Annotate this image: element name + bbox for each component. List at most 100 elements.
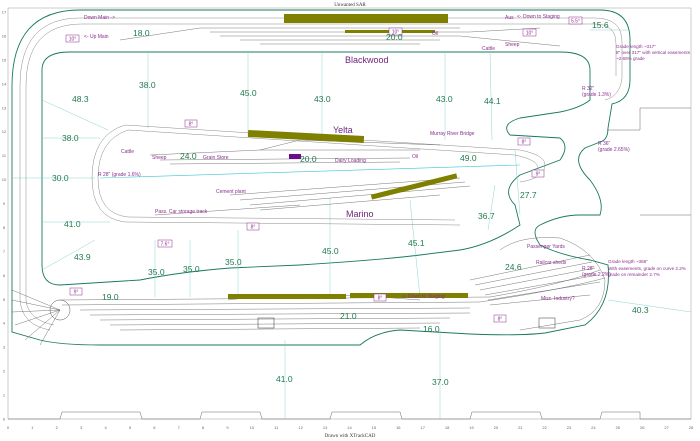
- measurement: 38.0: [139, 80, 156, 90]
- y-tick-label: 6: [3, 273, 6, 278]
- grade-note-lower-2: With easements, grade on curve 2.2%: [608, 266, 686, 271]
- x-tick-label: 6: [153, 425, 156, 430]
- x-tick-label: 8: [202, 425, 205, 430]
- measurement: 38.0: [62, 133, 79, 143]
- top-label: Unwanted SAR: [334, 3, 366, 8]
- x-tick-label: 23: [567, 425, 572, 430]
- measurement: 21.0: [340, 311, 357, 321]
- grade-note-upper-2: 8" over 317" with vertical easements: [616, 50, 691, 55]
- y-tick-label: 9: [3, 201, 6, 206]
- label-sheep: Sheep: [152, 155, 167, 161]
- measurement: 45.0: [322, 246, 339, 256]
- angle-tag: 8°: [251, 225, 256, 231]
- label-down-main: Down Main ->: [84, 15, 115, 21]
- label-radius-32: R 32": [582, 86, 595, 92]
- measurement: 35.0: [183, 264, 200, 274]
- drawing-frame: [7, 7, 692, 420]
- label-railcar-sheds: Railcar sheds: [536, 260, 567, 266]
- angle-tag: 8°: [498, 317, 503, 323]
- lower-platform-1: [228, 294, 346, 299]
- x-tick-label: 14: [347, 425, 352, 430]
- grade-note-lower-3: grade on remainder 2.7%: [608, 272, 660, 277]
- label-sheep: Sheep: [505, 42, 520, 48]
- x-tick-label: 28: [689, 425, 694, 430]
- dimension-lines: [12, 29, 692, 419]
- measurement: 36.7: [478, 211, 495, 221]
- angle-tag: 10°: [69, 37, 77, 43]
- marino-platform: [370, 173, 458, 200]
- measurements: 18.0 20.0 15.6 38.0 45.0 43.0 43.0 48.3 …: [52, 20, 649, 387]
- angle-tag: 8°: [522, 140, 527, 146]
- town-yelta: Yelta: [333, 125, 353, 135]
- label-up-main: <- Up Main: [84, 34, 109, 40]
- y-tick-label: 13: [2, 105, 7, 110]
- label-radius-32-grade: (grade 1.3%): [582, 92, 611, 98]
- measurement: 20.0: [300, 154, 317, 164]
- x-tick-label: 16: [396, 425, 401, 430]
- measurement: 43.0: [314, 94, 331, 104]
- track-labels: Down Main -> <- Up Main <- Down to Stagi…: [84, 14, 630, 302]
- y-tick-label: 10: [2, 177, 7, 182]
- x-tick-label: 7: [178, 425, 181, 430]
- y-tick-label: 0: [3, 417, 6, 422]
- x-tick-label: 9: [226, 425, 229, 430]
- x-tick-label: 17: [420, 425, 425, 430]
- label-grain-store: Grain Store: [203, 155, 229, 161]
- yelta-platform: [247, 129, 365, 144]
- grade-note-lower-1: Grade length ~368": [608, 259, 648, 264]
- x-tick-label: 2: [56, 425, 59, 430]
- measurement: 15.6: [592, 20, 609, 30]
- x-tick-label: 15: [372, 425, 377, 430]
- lower-building-2: [538, 317, 556, 329]
- cyan-grade-line: [99, 164, 521, 179]
- lower-building-1: [257, 317, 275, 329]
- x-tick-label: 10: [250, 425, 255, 430]
- lower-platform-2: [350, 293, 468, 298]
- x-tick-label: 20: [494, 425, 499, 430]
- y-tick-label: 5: [3, 297, 6, 302]
- label-passenger-yards: Passenger Yards: [527, 244, 565, 250]
- x-tick-label: 11: [274, 425, 279, 430]
- angle-tag: 5.5°: [571, 19, 580, 25]
- measurement: 24.6: [505, 262, 522, 272]
- angle-tag: 9°: [74, 290, 79, 296]
- y-tick-label: 7: [3, 249, 6, 254]
- measurement: 43.9: [74, 252, 91, 262]
- grade-note-upper-3: ~2.65% grade: [616, 56, 645, 61]
- x-tick-label: 25: [616, 425, 621, 430]
- y-tick-label: 11: [2, 153, 7, 158]
- murray-river-bridge-marker: [289, 154, 301, 159]
- bottom-label: Drawn with XTrackCAD: [325, 434, 376, 439]
- measurement: 44.1: [484, 96, 501, 106]
- mainline-tracks: [11, 17, 623, 346]
- angle-tag: 8°: [189, 122, 194, 128]
- room-wall-right: [607, 107, 691, 216]
- y-tick-label: 15: [2, 57, 7, 62]
- benchwork-outline: [11, 9, 631, 346]
- label-radius-36-grade: (grade 2.65%): [598, 147, 630, 153]
- label-down-to-staging: <- Down to Staging: [517, 14, 560, 20]
- label-aus: Aus: [505, 15, 514, 21]
- measurement: 41.0: [276, 374, 293, 384]
- label-murray-river-bridge: Murray River Bridge: [430, 131, 475, 137]
- y-tick-label: 3: [3, 345, 6, 350]
- inner-peninsula-outline: [41, 51, 591, 286]
- measurement: 27.7: [520, 190, 537, 200]
- x-tick-label: 12: [298, 425, 303, 430]
- x-tick-label: 5: [129, 425, 132, 430]
- grade-note-upper-1: Grade length ~317": [616, 44, 656, 49]
- x-tick-label: 0: [7, 425, 10, 430]
- measurement: 40.3: [632, 305, 649, 315]
- y-tick-label: 17: [2, 10, 7, 15]
- label-cattle: Cattle: [482, 46, 495, 52]
- y-tick-label: 16: [2, 33, 7, 38]
- label-dairy-loading: Dairy Loading: [335, 158, 366, 164]
- label-down-to-staging-2: <- Down to Staging: [402, 294, 445, 300]
- label-radius-36: R 36": [598, 141, 611, 147]
- y-tick-label: 12: [2, 129, 7, 134]
- x-tick-label: 27: [664, 425, 669, 430]
- measurement: 20.0: [386, 32, 403, 42]
- measurement: 24.0: [180, 151, 197, 161]
- label-radius-28-b-grade: (grade 2.2%): [582, 272, 611, 278]
